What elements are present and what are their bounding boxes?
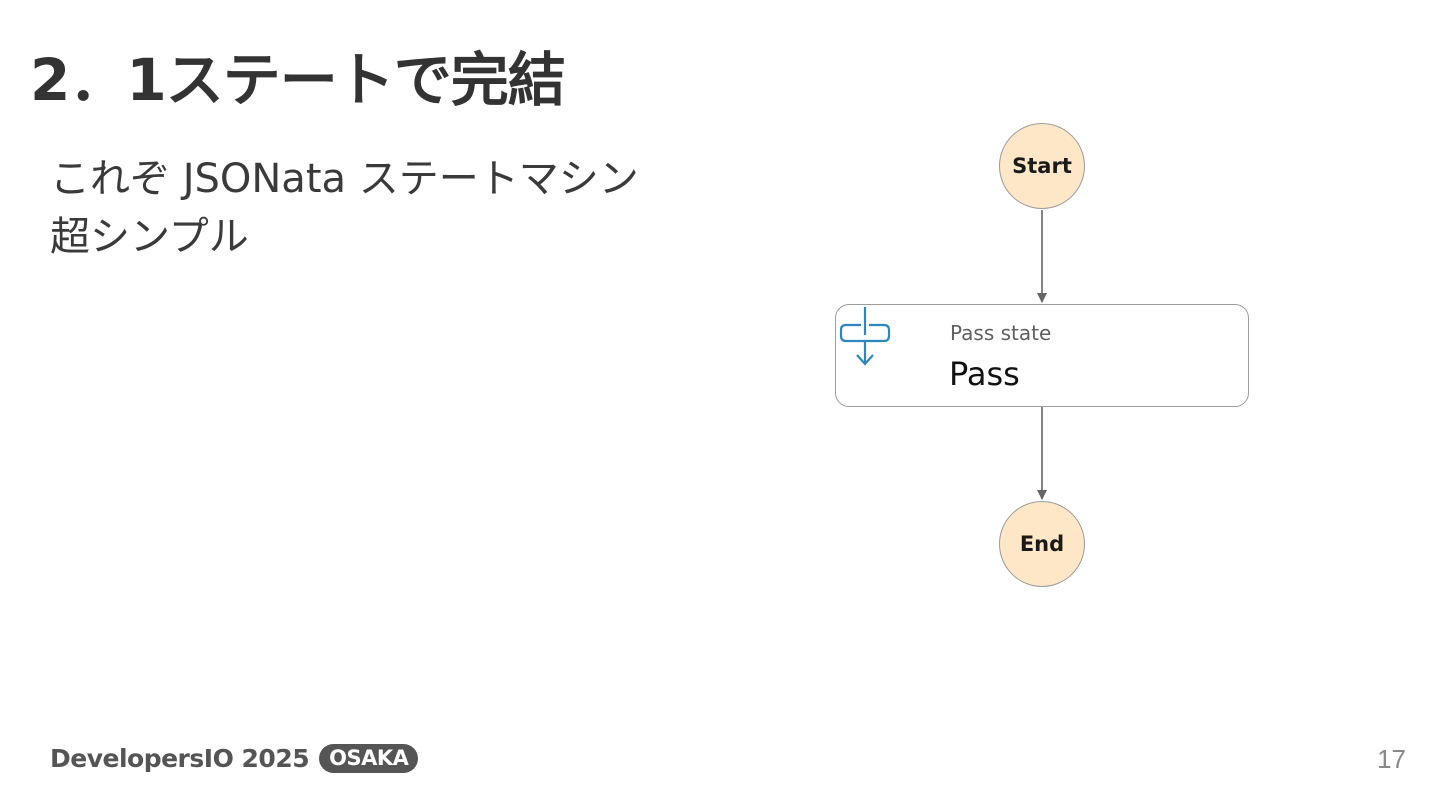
brand-logo-text: DevelopersIO 2025 [50, 744, 310, 773]
state-type-label: Pass state [950, 321, 1052, 345]
state-name-label: Pass [949, 355, 1020, 393]
body-line-1: これぞ JSONata ステートマシン [50, 156, 639, 202]
diagram-edges [1037, 210, 1047, 500]
page-number: 17 [1377, 744, 1406, 774]
state-machine-diagram: Start Pass state Pass End [820, 115, 1270, 595]
footer-brand: DevelopersIO 2025 OSAKA [50, 744, 419, 773]
slide-title: 2．1ステートで完結 [30, 46, 566, 114]
body-text: これぞ JSONata ステートマシン 超シンプル [50, 150, 730, 266]
pass-state-icon [839, 307, 891, 366]
body-line-2: 超シンプル [50, 214, 249, 260]
pass-state-node[interactable]: Pass state Pass [835, 304, 1249, 407]
brand-badge: OSAKA [319, 744, 419, 773]
start-node[interactable]: Start [999, 123, 1085, 209]
end-node[interactable]: End [999, 501, 1085, 587]
